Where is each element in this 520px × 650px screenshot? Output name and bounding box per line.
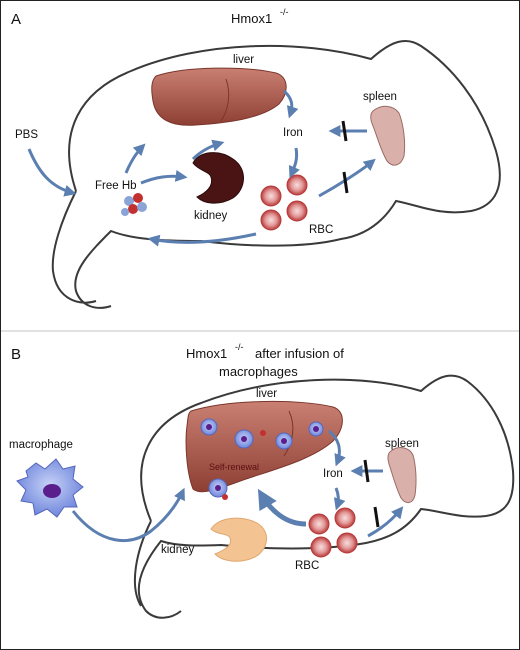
block-mark-spleen-iron-b <box>363 459 370 483</box>
kidney-shape-a <box>192 152 244 204</box>
free-hb-molecule <box>121 193 147 216</box>
arrow-macrophage-to-liver <box>71 487 185 543</box>
arrow-pbs-to-hb <box>27 148 77 197</box>
arrow-rbc-to-spleen-b <box>367 506 404 538</box>
panel-a-title: Hmox1 <box>231 11 272 26</box>
iron-label-a: Iron <box>283 127 303 139</box>
iron-label-b: Iron <box>323 468 343 480</box>
rbc-cluster-a <box>260 174 308 231</box>
arrow-hb-to-kidney <box>140 169 188 185</box>
pbs-label: PBS <box>15 129 38 141</box>
arrow-liver-to-iron <box>282 89 299 119</box>
arrow-kidney-to-iron <box>191 139 225 161</box>
liver-shape-a <box>151 67 287 126</box>
block-mark-rbc-spleen <box>342 171 349 194</box>
kidney-label-a: kidney <box>194 210 227 222</box>
mouse-outline-b <box>134 374 515 619</box>
block-mark-spleen-iron <box>341 120 348 142</box>
liver-label-a: liver <box>233 54 254 66</box>
arrow-iron-to-rbc <box>288 147 300 179</box>
arrow-liver-to-iron-b <box>327 429 346 467</box>
arrows-a <box>27 89 376 247</box>
liver-macrophages <box>200 418 324 500</box>
arrow-rbc-to-hb <box>147 232 257 247</box>
panel-b-title-line2: macrophages <box>219 364 298 379</box>
spleen-label-b: spleen <box>385 438 419 450</box>
block-mark-rbc-spleen-b <box>373 506 380 528</box>
panel-b: B Hmox1 -/- after infusion of macrophage… <box>9 342 515 619</box>
panel-b-letter: B <box>11 346 21 363</box>
kidney-label-b: kidney <box>161 544 194 556</box>
arrows-b <box>71 429 404 543</box>
panel-a-letter: A <box>11 11 21 28</box>
panel-a: A Hmox1 -/- liver spleen kidney Free Hb <box>11 7 501 309</box>
rbc-label-b: RBC <box>295 560 319 572</box>
arrow-rbc-to-liver-b <box>257 488 307 527</box>
macrophage-label: macrophage <box>9 439 73 451</box>
spleen-shape-a <box>370 105 406 166</box>
spleen-label-a: spleen <box>363 91 397 103</box>
panel-b-title-superscript: -/- <box>235 342 244 352</box>
arrow-hb-to-liver <box>124 143 146 174</box>
self-renewal-label: Self-renewal <box>209 462 259 472</box>
infused-macrophage <box>16 458 84 518</box>
rbc-cluster-b <box>308 507 358 558</box>
spleen-shape-b <box>387 447 417 503</box>
mouse-outline-a <box>51 39 501 309</box>
liver-label-b: liver <box>256 388 277 400</box>
panel-a-title-superscript: -/- <box>280 7 289 17</box>
panel-b-title: Hmox1 <box>186 346 227 361</box>
liver-shape-b <box>185 400 343 493</box>
rbc-label-a: RBC <box>309 224 333 236</box>
free-hb-label: Free Hb <box>95 180 137 192</box>
arrow-rbc-to-spleen <box>318 158 376 198</box>
arrow-iron-to-rbc-b <box>333 487 346 511</box>
panel-b-title-rest: after infusion of <box>255 346 344 361</box>
kidney-shape-b <box>210 517 267 562</box>
